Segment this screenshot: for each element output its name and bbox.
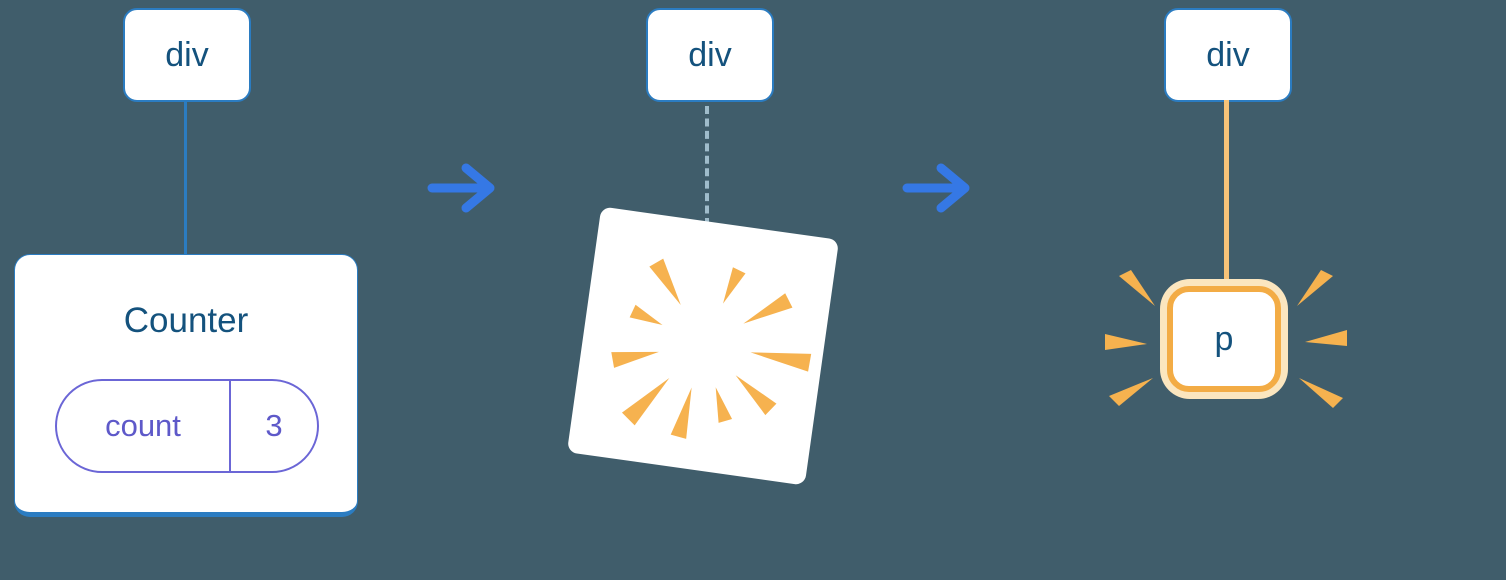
state-value: 3	[265, 408, 283, 443]
p-element-glow: p	[1160, 279, 1288, 399]
tree-edge-orange	[1224, 100, 1229, 282]
dom-node-div-1: div	[123, 8, 251, 102]
element-label: p	[1214, 319, 1234, 358]
component-title: Counter	[123, 301, 249, 340]
state-key: count	[57, 381, 231, 471]
node-label: div	[1206, 35, 1250, 74]
state-pill: count 3	[55, 379, 319, 473]
node-label: div	[165, 35, 209, 74]
node-label: div	[688, 35, 732, 74]
tree-edge-solid	[184, 100, 187, 254]
dom-node-div-2: div	[646, 8, 774, 102]
counter-component-card: Counter count 3	[14, 254, 358, 517]
p-element-box: p	[1167, 286, 1281, 392]
arrow-right-icon	[424, 156, 504, 220]
arrow-right-icon	[899, 156, 979, 220]
tree-edge-dashed	[705, 106, 709, 226]
dom-node-div-3: div	[1164, 8, 1292, 102]
sparkle-icon	[1095, 262, 1357, 422]
poof-burst-icon	[566, 206, 840, 486]
